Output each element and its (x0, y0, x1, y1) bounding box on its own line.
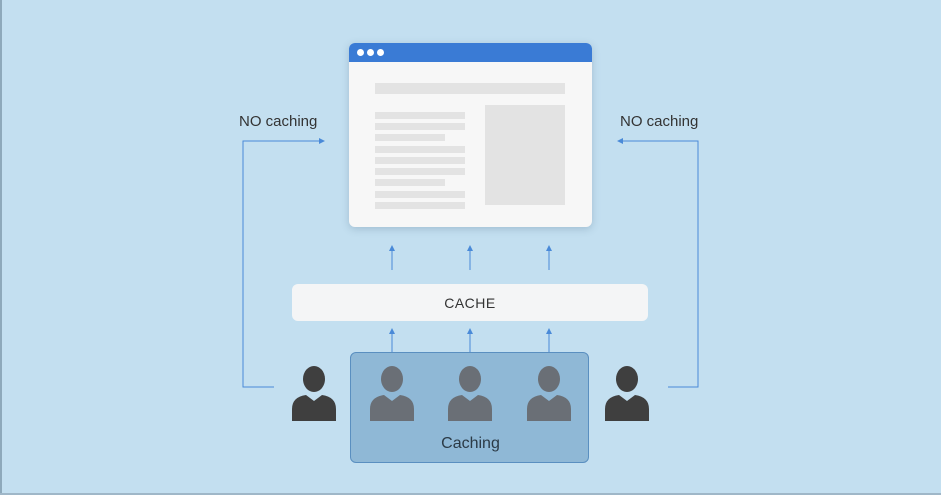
window-dot-icon (357, 49, 364, 56)
right-bypass-connector (617, 138, 699, 388)
cache-label: CACHE (444, 294, 496, 311)
image-placeholder (485, 105, 565, 205)
text-line-placeholder (375, 112, 465, 119)
browser-title-bar (349, 43, 592, 62)
text-line-placeholder (375, 168, 465, 175)
user-icon (605, 366, 649, 421)
text-line-placeholder (375, 123, 465, 130)
caching-label: Caching (441, 435, 500, 452)
frame-edge-bottom (0, 493, 941, 495)
no-caching-label-right: NO caching (620, 113, 699, 130)
cache-layer: CACHE (292, 284, 648, 321)
user-icon (448, 366, 492, 421)
window-dot-icon (377, 49, 384, 56)
text-line-placeholder (375, 134, 445, 141)
text-line-placeholder (375, 202, 465, 209)
left-bypass-connector (242, 138, 325, 388)
content-header-placeholder (375, 83, 565, 94)
user-icon (370, 366, 414, 421)
browser-window (349, 43, 592, 227)
text-line-placeholder (375, 179, 445, 186)
text-line-placeholder (375, 157, 465, 164)
frame-edge-left (0, 0, 2, 495)
user-icon (527, 366, 571, 421)
no-caching-label-left: NO caching (239, 113, 318, 130)
user-icon (292, 366, 336, 421)
window-dot-icon (367, 49, 374, 56)
text-line-placeholder (375, 191, 465, 198)
text-line-placeholder (375, 146, 465, 153)
